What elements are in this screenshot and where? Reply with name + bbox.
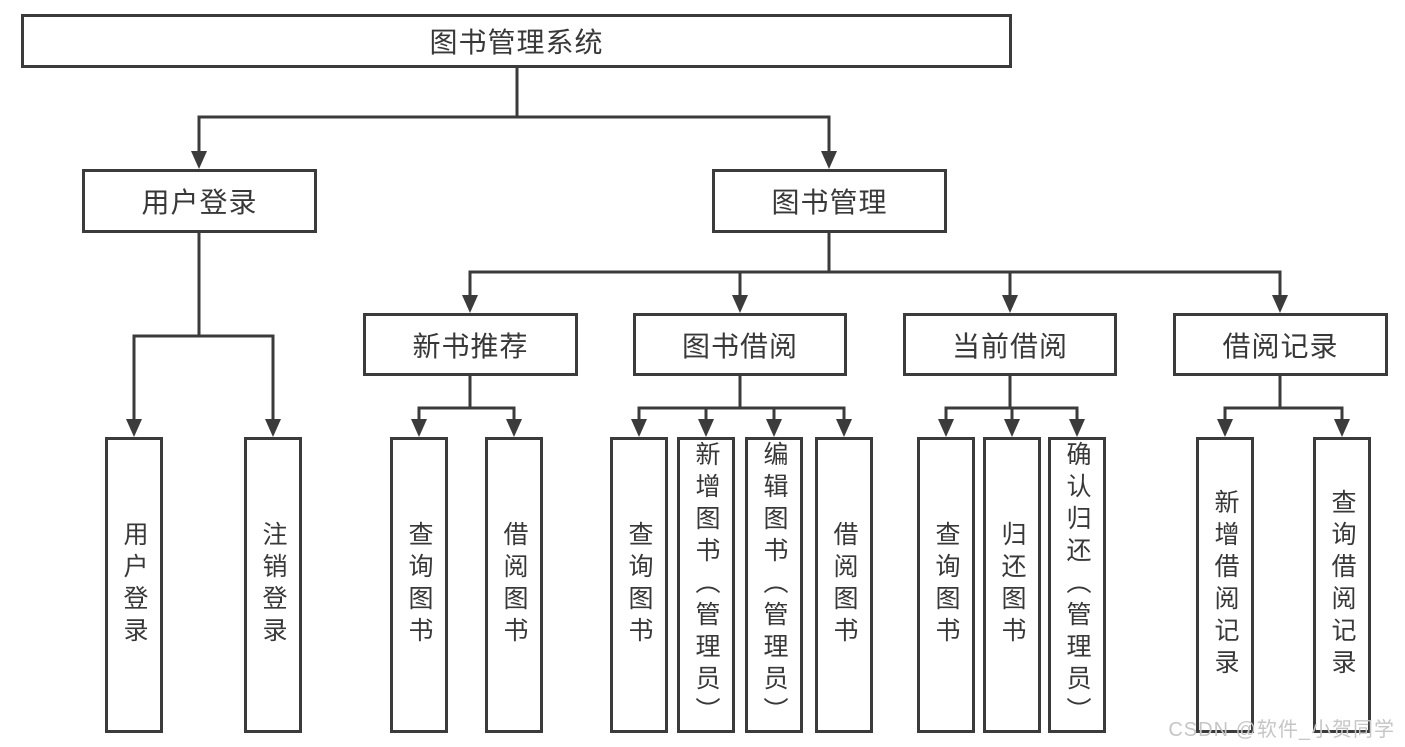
leaf-query-books-borrow: 查询图书 xyxy=(610,437,668,733)
leaf-return-book: 归还图书 xyxy=(983,437,1041,733)
leaf-logout: 注销登录 xyxy=(244,437,302,733)
node-book-management: 图书管理 xyxy=(712,169,947,233)
leaf-borrow-books-newbook: 借阅图书 xyxy=(485,437,543,733)
csdn-watermark: CSDN @软件_小贺同学 xyxy=(1168,719,1395,741)
node-borrow-records: 借阅记录 xyxy=(1173,313,1388,376)
node-new-book-recommend: 新书推荐 xyxy=(363,313,578,376)
node-root-system: 图书管理系统 xyxy=(21,14,1012,68)
leaf-confirm-return-admin: 确认归还（管理员） xyxy=(1048,437,1106,733)
leaf-add-book-admin: 新增图书（管理员） xyxy=(677,437,735,733)
leaf-edit-book-admin: 编辑图书（管理员） xyxy=(745,437,803,733)
node-user-login: 用户登录 xyxy=(82,169,317,233)
leaf-query-books-newbook: 查询图书 xyxy=(390,437,448,733)
leaf-borrow-books-borrow: 借阅图书 xyxy=(815,437,873,733)
node-book-borrow: 图书借阅 xyxy=(633,313,847,376)
leaf-add-borrow-record: 新增借阅记录 xyxy=(1196,437,1254,733)
leaf-query-borrow-record: 查询借阅记录 xyxy=(1313,437,1371,733)
arrowheads xyxy=(126,151,1350,437)
leaf-user-login: 用户登录 xyxy=(105,437,163,733)
node-current-borrow: 当前借阅 xyxy=(903,313,1117,376)
leaf-query-books-current: 查询图书 xyxy=(917,437,975,733)
